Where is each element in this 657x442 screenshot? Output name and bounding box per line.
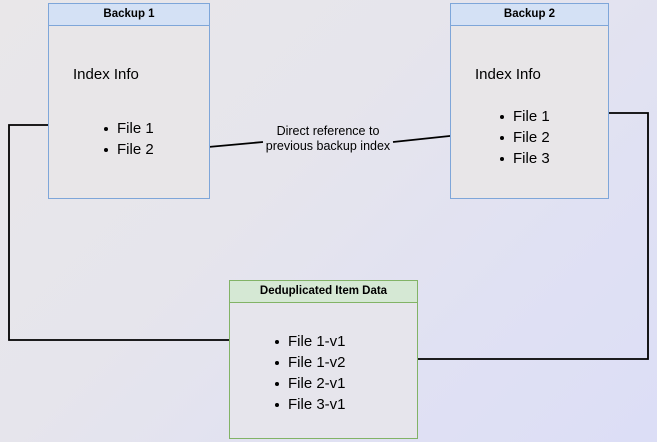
deduplicated-item-data-box[interactable]: Deduplicated Item Data File 1-v1 File 1-… xyxy=(229,280,418,439)
list-item[interactable]: File 3 xyxy=(499,148,550,169)
list-item[interactable]: File 1-v1 xyxy=(274,331,346,352)
backup2-header: Backup 2 xyxy=(451,4,608,26)
direct-reference-label-line1: Direct reference to xyxy=(276,124,380,138)
backup1-file-list: File 1 File 2 xyxy=(103,118,154,160)
list-item[interactable]: File 2 xyxy=(499,127,550,148)
dedup-item-list: File 1-v1 File 1-v2 File 2-v1 File 3-v1 xyxy=(274,331,346,415)
backup1-body: Index Info File 1 File 2 xyxy=(49,26,209,198)
direct-reference-edge-label: Direct reference to previous backup inde… xyxy=(252,124,404,154)
backup1-index-info-label: Index Info xyxy=(73,66,139,83)
backup2-file-list: File 1 File 2 File 3 xyxy=(499,106,550,169)
backup2-index-info-label: Index Info xyxy=(475,66,541,83)
backup2-box[interactable]: Backup 2 Index Info File 1 File 2 File 3 xyxy=(450,3,609,199)
list-item[interactable]: File 3-v1 xyxy=(274,394,346,415)
list-item[interactable]: File 1-v2 xyxy=(274,352,346,373)
direct-reference-label-line2: previous backup index xyxy=(265,139,391,153)
backup1-box[interactable]: Backup 1 Index Info File 1 File 2 xyxy=(48,3,210,199)
deduplicated-item-data-body: File 1-v1 File 1-v2 File 2-v1 File 3-v1 xyxy=(230,303,417,438)
list-item[interactable]: File 2-v1 xyxy=(274,373,346,394)
list-item[interactable]: File 2 xyxy=(103,139,154,160)
backup1-header: Backup 1 xyxy=(49,4,209,26)
list-item[interactable]: File 1 xyxy=(499,106,550,127)
backup2-body: Index Info File 1 File 2 File 3 xyxy=(451,26,608,198)
deduplicated-item-data-header: Deduplicated Item Data xyxy=(230,281,417,303)
list-item[interactable]: File 1 xyxy=(103,118,154,139)
